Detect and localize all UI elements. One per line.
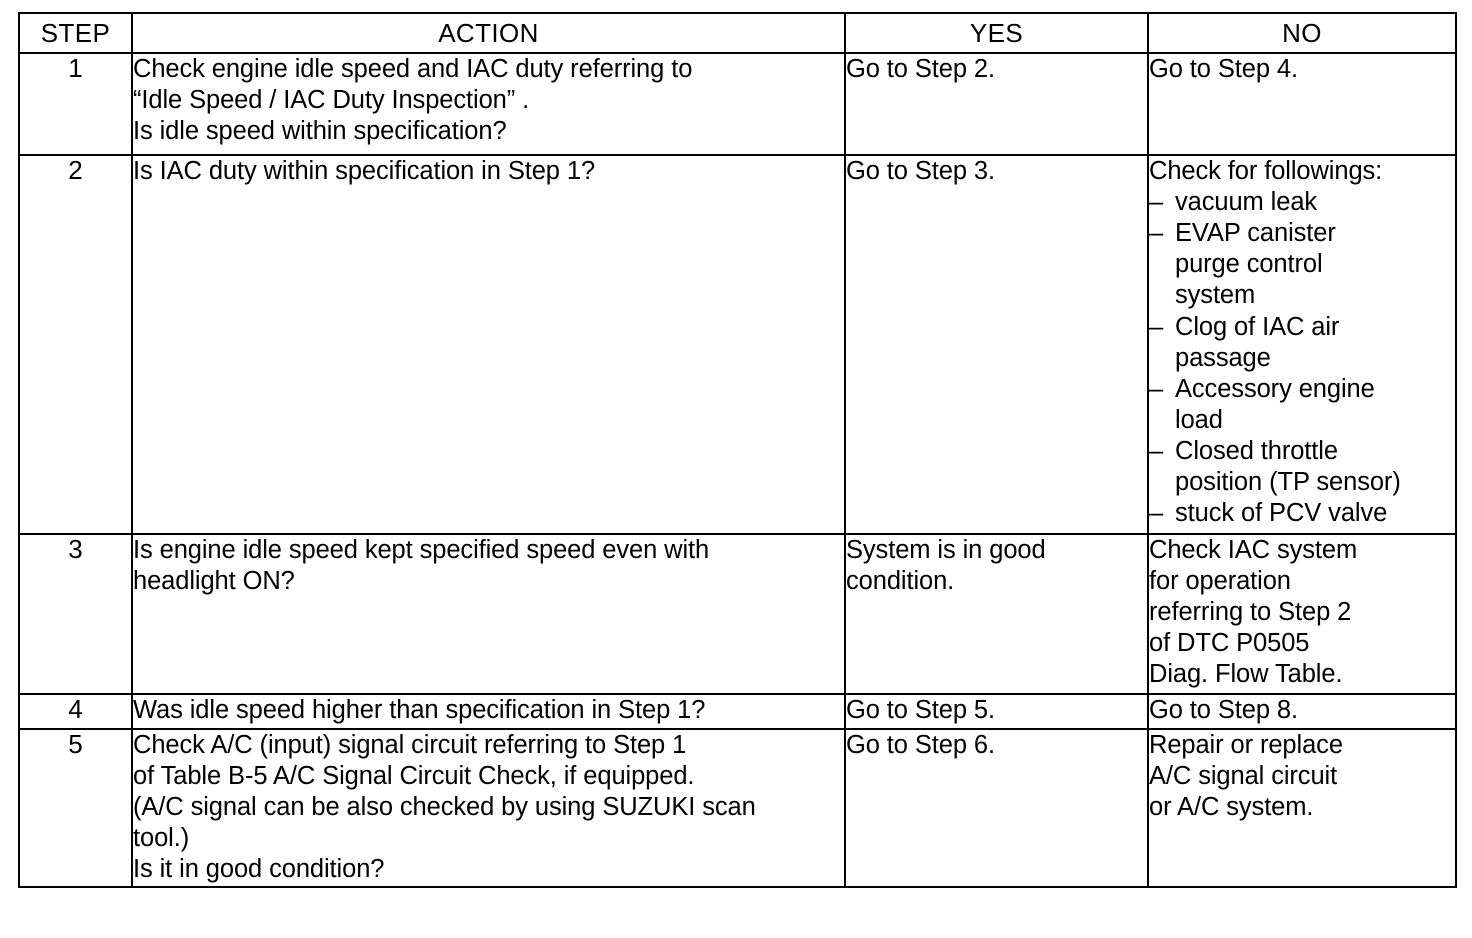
action-line: Is idle speed within specification? xyxy=(133,117,507,146)
list-item-line: purge control xyxy=(1175,250,1323,279)
step-number: 3 xyxy=(18,533,133,695)
list-item: – stuck of PCV valve xyxy=(1149,498,1455,529)
no-cell: Go to Step 8. xyxy=(1147,693,1457,730)
no-line: Go to Step 8. xyxy=(1149,696,1298,724)
dash-bullet-icon: – xyxy=(1149,188,1164,217)
list-item-line: Accessory engine xyxy=(1175,374,1375,403)
yes-cell: System is in good condition. xyxy=(844,533,1149,695)
dash-bullet-icon: – xyxy=(1149,436,1164,465)
yes-cell: Go to Step 6. xyxy=(844,728,1149,888)
no-cell: Go to Step 4. xyxy=(1147,52,1457,156)
action-line: tool.) xyxy=(133,824,190,853)
no-line: or A/C system. xyxy=(1149,793,1314,822)
table-row: 1 Check engine idle speed and IAC duty r… xyxy=(18,52,1457,156)
action-cell: Check engine idle speed and IAC duty ref… xyxy=(131,52,846,156)
yes-line: System is in good xyxy=(846,536,1046,564)
no-line: for operation xyxy=(1149,567,1291,596)
action-line: Is IAC duty within specification in Step… xyxy=(133,157,596,185)
list-item: – vacuum leak xyxy=(1149,187,1455,218)
list-item: – EVAP canister purge control system xyxy=(1149,218,1455,311)
dash-bullet-icon: – xyxy=(1149,312,1164,341)
action-line: Check A/C (input) signal circuit referri… xyxy=(133,731,687,759)
yes-line: Go to Step 5. xyxy=(846,696,995,724)
action-line: Check engine idle speed and IAC duty ref… xyxy=(133,55,693,83)
dash-bullet-icon: – xyxy=(1149,499,1164,528)
yes-cell: Go to Step 5. xyxy=(844,693,1149,730)
yes-line: Go to Step 3. xyxy=(846,157,995,185)
no-intro-line: Check for followings: xyxy=(1149,157,1383,185)
no-line: Go to Step 4. xyxy=(1149,55,1298,83)
list-item-line: load xyxy=(1175,405,1223,434)
list-item: – Accessory engine load xyxy=(1149,374,1455,436)
step-number: 2 xyxy=(18,154,133,535)
list-item-line: system xyxy=(1175,281,1256,310)
action-cell: Check A/C (input) signal circuit referri… xyxy=(131,728,846,888)
action-line: Was idle speed higher than specification… xyxy=(133,696,706,724)
step-number: 1 xyxy=(18,52,133,156)
yes-line: condition. xyxy=(846,567,955,596)
column-header-action: ACTION xyxy=(131,12,846,54)
list-item-line: EVAP canister xyxy=(1175,219,1336,248)
yes-line: Go to Step 2. xyxy=(846,55,995,83)
step-number: 4 xyxy=(18,693,133,730)
yes-cell: Go to Step 2. xyxy=(844,52,1149,156)
yes-cell: Go to Step 3. xyxy=(844,154,1149,535)
no-line: Repair or replace xyxy=(1149,731,1343,759)
no-cell: Check IAC system for operation referring… xyxy=(1147,533,1457,695)
no-line: A/C signal circuit xyxy=(1149,762,1338,791)
no-line: Check IAC system xyxy=(1149,536,1358,564)
column-header-yes: YES xyxy=(844,12,1149,54)
list-item-line: vacuum leak xyxy=(1175,188,1318,217)
action-line: Is engine idle speed kept specified spee… xyxy=(133,536,710,564)
diagnostic-flow-table: STEP ACTION YES NO 1 Check engine idle s… xyxy=(18,12,1457,888)
action-line: “Idle Speed / IAC Duty Inspection” . xyxy=(133,86,530,115)
action-cell: Is engine idle speed kept specified spee… xyxy=(131,533,846,695)
dash-bullet-icon: – xyxy=(1149,219,1164,248)
list-item-line: position (TP sensor) xyxy=(1175,468,1401,497)
column-header-no: NO xyxy=(1147,12,1457,54)
list-item: – Clog of IAC air passage xyxy=(1149,312,1455,374)
list-item-line: passage xyxy=(1175,343,1271,372)
step-number: 5 xyxy=(18,728,133,888)
column-header-step: STEP xyxy=(18,12,133,54)
table-row: 2 Is IAC duty within specification in St… xyxy=(18,154,1457,535)
dash-bullet-icon: – xyxy=(1149,374,1164,403)
table-header-row: STEP ACTION YES NO xyxy=(18,12,1457,54)
no-line: Diag. Flow Table. xyxy=(1149,660,1343,689)
action-line: of Table B-5 A/C Signal Circuit Check, i… xyxy=(133,762,695,791)
check-items-list: – vacuum leak – EVAP canister purge cont… xyxy=(1149,187,1455,529)
action-cell: Is IAC duty within specification in Step… xyxy=(131,154,846,535)
list-item: – Closed throttle position (TP sensor) xyxy=(1149,436,1455,498)
list-item-line: Closed throttle xyxy=(1175,436,1338,465)
yes-line: Go to Step 6. xyxy=(846,731,995,759)
action-line: headlight ON? xyxy=(133,567,295,596)
list-item-line: stuck of PCV valve xyxy=(1175,499,1388,528)
no-line: of DTC P0505 xyxy=(1149,629,1310,658)
table-row: 4 Was idle speed higher than specificati… xyxy=(18,693,1457,730)
no-cell: Repair or replace A/C signal circuit or … xyxy=(1147,728,1457,888)
no-line: referring to Step 2 xyxy=(1149,598,1352,627)
action-line: Is it in good condition? xyxy=(133,855,385,884)
list-item-line: Clog of IAC air xyxy=(1175,312,1340,341)
no-cell: Check for followings: – vacuum leak – EV… xyxy=(1147,154,1457,535)
action-line: (A/C signal can be also checked by using… xyxy=(133,793,756,822)
table-row: 5 Check A/C (input) signal circuit refer… xyxy=(18,728,1457,888)
table-row: 3 Is engine idle speed kept specified sp… xyxy=(18,533,1457,695)
action-cell: Was idle speed higher than specification… xyxy=(131,693,846,730)
